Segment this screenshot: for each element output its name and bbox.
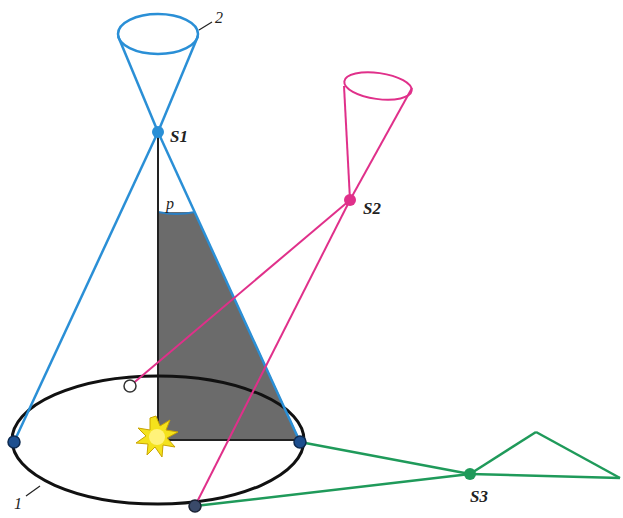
sun-symbol — [136, 416, 178, 457]
leader-line — [26, 486, 40, 496]
sight-line — [470, 432, 536, 474]
sight-line — [350, 88, 412, 200]
sight-line — [195, 200, 350, 506]
earth-position — [189, 500, 201, 512]
callout-number: 1 — [14, 496, 22, 512]
sight-line — [470, 474, 620, 478]
sight-line — [130, 200, 350, 386]
earth-position — [294, 436, 306, 448]
star-dot — [344, 194, 356, 206]
earth-orbit — [12, 376, 304, 504]
star-dot — [152, 126, 164, 138]
star-label: S1 — [170, 128, 188, 145]
apparent-ellipse — [118, 14, 198, 54]
star-label: S2 — [363, 200, 381, 217]
star-dot — [464, 468, 476, 480]
angle-label: p — [166, 196, 174, 212]
parallax-triangle — [158, 212, 300, 440]
callout-number: 2 — [215, 10, 223, 26]
apparent-ellipse — [343, 68, 414, 103]
star-label: S3 — [470, 488, 488, 505]
parallax-angle-arc — [158, 212, 195, 214]
distance-line — [157, 132, 159, 440]
earth-position — [8, 436, 20, 448]
leader-line — [199, 22, 212, 30]
sight-line — [344, 86, 350, 200]
sight-line — [14, 132, 158, 442]
sight-line — [195, 474, 470, 506]
apparent-shift — [536, 432, 620, 478]
sight-line — [300, 442, 470, 474]
sight-line — [158, 132, 300, 442]
earth-position — [124, 380, 136, 392]
